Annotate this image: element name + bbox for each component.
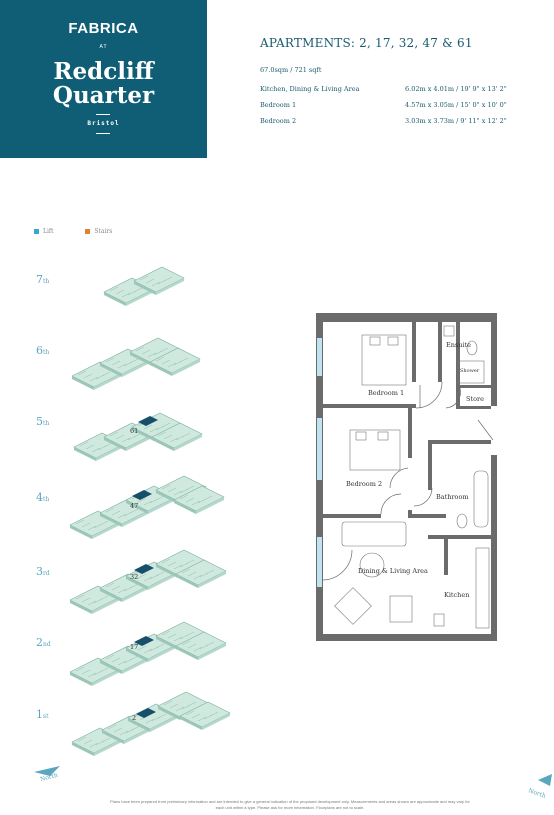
floor-label-2: 2nd xyxy=(36,636,51,649)
spec-row: Kitchen, Dining & Living Area 6.02m x 4.… xyxy=(260,85,530,101)
spec-room: Kitchen, Dining & Living Area xyxy=(260,85,360,93)
divider xyxy=(96,114,110,115)
north-label-plan: North xyxy=(527,787,547,800)
apartment-number-floor-5: 61 xyxy=(130,427,139,435)
floor-2-keyplan xyxy=(69,621,227,687)
apartment-number-floor-3: 32 xyxy=(130,573,139,581)
apartment-number-floor-2: 17 xyxy=(130,643,139,651)
room-label-ensuite: Ensuite xyxy=(446,341,471,349)
room-specs: Kitchen, Dining & Living Area 6.02m x 4.… xyxy=(260,85,530,133)
floor-label-7: 7th xyxy=(36,273,50,286)
north-label-keyplan: North xyxy=(39,771,59,784)
lift-swatch xyxy=(34,229,39,234)
room-label-dining-living: Dining & Living Area xyxy=(358,567,428,575)
floor-4-keyplan xyxy=(69,475,225,540)
brand-at: AT xyxy=(99,44,108,50)
spec-room: Bedroom 2 xyxy=(260,117,297,125)
page-title: APARTMENTS: 2, 17, 32, 47 & 61 xyxy=(260,36,473,50)
spec-size: 3.03m x 3.73m / 9' 11" x 12' 2" xyxy=(405,117,507,125)
floor-1-keyplan xyxy=(71,691,231,757)
north-arrow-icon xyxy=(34,766,552,786)
development-name-line1: Redcliff xyxy=(53,58,154,85)
divider xyxy=(96,133,110,134)
room-label-bedroom-1: Bedroom 1 xyxy=(368,389,405,397)
spec-size: 4.57m x 3.05m / 15' 0" x 10' 0" xyxy=(405,101,507,109)
spec-room: Bedroom 1 xyxy=(260,101,297,109)
room-label-shower: Shower xyxy=(460,368,480,374)
legend: Lift Stairs xyxy=(34,228,112,235)
area-summary: 67.0sqm / 721 sqft xyxy=(260,66,322,74)
floor-3-keyplan xyxy=(69,549,227,615)
apartment-number-floor-1: 2 xyxy=(132,714,137,722)
room-label-bedroom-2: Bedroom 2 xyxy=(346,480,383,488)
floor-6-keyplan xyxy=(71,337,201,391)
spec-row: Bedroom 2 3.03m x 3.73m / 9' 11" x 12' 2… xyxy=(260,117,530,133)
floor-label-4: 4th xyxy=(36,491,50,504)
development-name-line2: Quarter xyxy=(52,82,155,109)
floor-label-5: 5th xyxy=(36,415,50,428)
floor-7-keyplan xyxy=(103,266,185,307)
floor-label-6: 6th xyxy=(36,344,50,357)
brand-panel: FABRICA AT Redcliff Quarter Bristol xyxy=(0,0,207,158)
room-label-bathroom: Bathroom xyxy=(436,493,469,501)
disclaimer: Plans have been prepared from preliminar… xyxy=(110,799,470,810)
room-label-kitchen: Kitchen xyxy=(444,591,470,599)
room-label-store: Store xyxy=(466,395,484,403)
stairs-swatch xyxy=(85,229,91,234)
spec-size: 6.02m x 4.01m / 19' 9" x 13' 2" xyxy=(405,85,507,93)
spec-row: Bedroom 1 4.57m x 3.05m / 15' 0" x 10' 0… xyxy=(260,101,530,117)
floor-label-1: 1st xyxy=(36,708,49,721)
city-name: Bristol xyxy=(87,120,120,127)
floor-label-3: 3rd xyxy=(36,565,50,578)
floor-5-keyplan xyxy=(73,412,203,462)
legend-lift-label: Lift xyxy=(43,228,54,235)
apartment-number-floor-4: 47 xyxy=(130,502,139,510)
brand-name: FABRICA xyxy=(68,20,139,37)
legend-stairs-label: Stairs xyxy=(94,228,113,235)
